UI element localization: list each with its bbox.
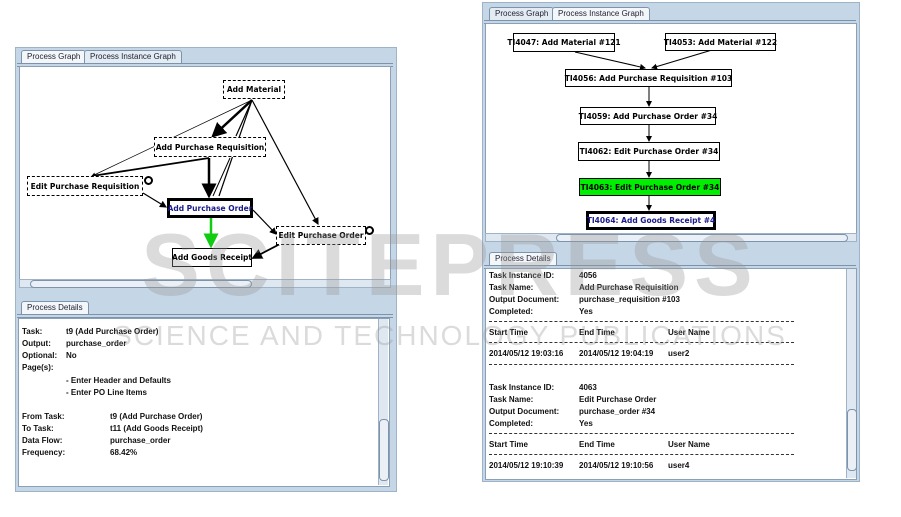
label-optional: Optional: [22, 351, 58, 360]
node-add-material[interactable]: Add Material [223, 80, 285, 99]
header-end-time: End Time [579, 440, 615, 449]
right-details-vscrollbar[interactable] [846, 269, 857, 478]
right-details-pane [485, 268, 857, 480]
edge [212, 157, 231, 197]
edge [142, 192, 168, 208]
start-time: 2014/05/12 19:03:16 [489, 349, 564, 358]
end-time: 2014/05/12 19:10:56 [579, 461, 654, 470]
edge [211, 99, 253, 138]
value-completed: Yes [579, 307, 593, 316]
header-start-time: Start Time [489, 440, 528, 449]
label-task-name: Task Name: [489, 395, 534, 404]
label-completed: Completed: [489, 307, 533, 316]
value-output-document: purchase_requisition #103 [579, 295, 680, 304]
scroll-thumb[interactable] [30, 280, 252, 288]
label-completed: Completed: [489, 419, 533, 428]
node-ti4063-selected[interactable]: TI4063: Edit Purchase Order #34 [579, 178, 721, 196]
label-output: Output: [22, 339, 51, 348]
node-ti4064[interactable]: TI4064: Add Goods Receipt #4 [586, 211, 716, 230]
edge [252, 209, 277, 235]
divider [489, 342, 794, 343]
value-frequency: 68.42% [110, 448, 138, 457]
value-task-instance-id: 4063 [579, 383, 597, 392]
scroll-thumb[interactable] [379, 419, 389, 481]
edge [91, 157, 210, 177]
value-from-task: t9 (Add Purchase Order) [110, 412, 203, 421]
label-frequency: Frequency: [22, 448, 66, 457]
user-name: user4 [668, 461, 690, 470]
edge [251, 99, 319, 226]
node-add-goods-receipt[interactable]: Add Goods Receipt [172, 248, 252, 267]
left-tab-process-instance-graph[interactable]: Process Instance Graph [84, 50, 182, 63]
label-to-task: To Task: [22, 424, 54, 433]
value-task-instance-id: 4056 [579, 271, 597, 280]
label-task-instance-id: Task Instance ID: [489, 271, 555, 280]
label-task-name: Task Name: [489, 283, 534, 292]
header-start-time: Start Time [489, 328, 528, 337]
divider [489, 433, 794, 434]
value-to-task: t11 (Add Goods Receipt) [110, 424, 203, 433]
label-task-instance-id: Task Instance ID: [489, 383, 555, 392]
value-completed: Yes [579, 419, 593, 428]
loop-icon [144, 176, 153, 185]
right-graph-hscrollbar[interactable] [485, 233, 857, 242]
scroll-thumb[interactable] [847, 409, 857, 471]
left-tab-process-details[interactable]: Process Details [21, 301, 89, 314]
left-details-pane [18, 318, 390, 487]
value-task-name: Edit Purchase Order [579, 395, 657, 404]
divider [489, 454, 794, 455]
page-item: - Enter Header and Defaults [66, 376, 171, 385]
edge [574, 51, 646, 70]
node-add-purchase-order[interactable]: Add Purchase Order [167, 198, 253, 218]
value-output: purchase_order [66, 339, 127, 348]
edge [651, 49, 713, 70]
right-tab-process-instance-graph[interactable]: Process Instance Graph [552, 7, 650, 20]
node-add-purchase-requisition[interactable]: Add Purchase Requisition [154, 137, 266, 157]
tab-divider [17, 314, 393, 318]
start-time: 2014/05/12 19:10:39 [489, 461, 564, 470]
scroll-thumb[interactable] [556, 234, 848, 242]
value-output-document: purchase_order #34 [579, 407, 656, 416]
divider [489, 321, 794, 322]
label-task: Task: [22, 327, 43, 336]
node-ti4062[interactable]: TI4062: Edit Purchase Order #34 [578, 142, 720, 161]
node-ti4059[interactable]: TI4059: Add Purchase Order #34 [579, 107, 717, 125]
user-name: user2 [668, 349, 690, 358]
label-output-document: Output Document: [489, 407, 560, 416]
node-ti4053[interactable]: TI4053: Add Material #122 [664, 33, 777, 51]
label-from-task: From Task: [22, 412, 65, 421]
label-pages: Page(s): [22, 363, 54, 372]
node-ti4047[interactable]: TI4047: Add Material #121 [507, 33, 621, 52]
node-edit-purchase-requisition[interactable]: Edit Purchase Requisition [27, 176, 143, 196]
left-graph-hscrollbar[interactable] [19, 279, 391, 288]
value-task: t9 (Add Purchase Order) [66, 327, 159, 336]
node-edit-purchase-order[interactable]: Edit Purchase Order [276, 226, 366, 245]
divider [489, 364, 794, 365]
header-end-time: End Time [579, 328, 615, 337]
left-details-vscrollbar[interactable] [378, 319, 389, 485]
page-item: - Enter PO Line Items [66, 388, 147, 397]
label-data-flow: Data Flow: [22, 436, 63, 445]
header-user-name: User Name [668, 440, 710, 449]
right-graph-canvas[interactable] [485, 23, 857, 234]
value-data-flow: purchase_order [110, 436, 171, 445]
edge [251, 243, 281, 259]
label-output-document: Output Document: [489, 295, 560, 304]
end-time: 2014/05/12 19:04:19 [579, 349, 654, 358]
value-task-name: Add Purchase Requisition [579, 283, 679, 292]
header-user-name: User Name [668, 328, 710, 337]
node-ti4056[interactable]: TI4056: Add Purchase Requisition #103 [565, 69, 732, 87]
value-optional: No [66, 351, 77, 360]
loop-icon [365, 226, 374, 235]
right-tab-process-details[interactable]: Process Details [489, 252, 557, 265]
